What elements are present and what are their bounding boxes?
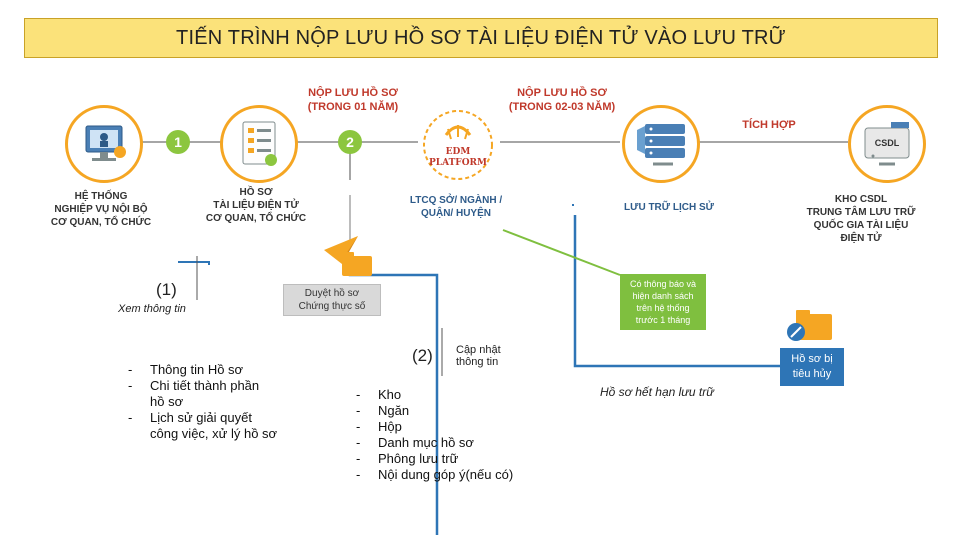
step1-list: -Thông tin Hồ sơ -Chi tiết thành phần hồ… (128, 362, 328, 442)
list-item: -Thông tin Hồ sơ (128, 362, 244, 377)
step-badge-2: 2 (338, 130, 362, 154)
list-item: -Chi tiết thành phần hồ sơ (128, 378, 260, 409)
label-submit-2-3-years: NỘP LƯU HỒ SƠ (TRONG 02-03 NĂM) (508, 87, 616, 113)
server-icon (637, 124, 685, 166)
edm-platform-icon (423, 110, 493, 180)
computer-user-icon (85, 125, 126, 161)
paper-plane-folder-icon (324, 236, 372, 276)
archive-node (622, 105, 700, 183)
csdl-node-label: KHO CSDL TRUNG TÂM LƯU TRỮ QUỐC GIA TÀI … (806, 194, 916, 244)
csdl-node: CSDL (848, 105, 926, 183)
list-item: -Danh mục hồ sơ (356, 435, 474, 450)
diagram-title: TIẾN TRÌNH NỘP LƯU HỒ SƠ TÀI LIỆU ĐIỆN T… (24, 18, 938, 58)
edm-platform-node: EDM PLATFORM (418, 105, 498, 185)
step2-caption: Cập nhật thông tin (456, 344, 501, 368)
records-node-label: HỒ SƠ TÀI LIỆU ĐIỆN TỬ CƠ QUAN, TỔ CHỨC (205, 187, 307, 224)
label-integrate: TÍCH HỢP (742, 119, 796, 131)
label-submit-1-year: NỘP LƯU HỒ SƠ (TRONG 01 NĂM) (307, 87, 399, 113)
edm-label-line1: EDM (445, 147, 471, 157)
records-node (220, 105, 298, 183)
step1-caption: Xem thông tin (118, 303, 186, 315)
csdl-icon-text: CSDL (874, 138, 900, 148)
folder-delete-icon (787, 310, 832, 341)
system-node (65, 105, 143, 183)
list-item: -Nội dung góp ý(nếu có) (356, 467, 514, 482)
list-item: -Kho (356, 387, 402, 402)
notice-box: Có thông báo và hiện danh sách trên hệ t… (620, 274, 706, 330)
list-item: -Phông lưu trữ (356, 451, 459, 466)
step1-number: (1) (156, 280, 177, 299)
archive-node-label: LƯU TRỮ LỊCH SỬ (624, 202, 714, 213)
list-item: -Ngăn (356, 403, 410, 418)
list-item: -Lịch sử giải quyết công việc, xử lý hồ … (128, 410, 278, 441)
step-badge-1: 1 (166, 130, 190, 154)
step2-number: (2) (412, 346, 433, 365)
step2-list: -Kho -Ngăn -Hộp -Danh mục hồ sơ -Phông l… (356, 387, 556, 483)
database-server-icon (864, 122, 910, 166)
document-icon (242, 121, 277, 166)
list-item: -Hộp (356, 419, 402, 434)
approve-certify-box: Duyệt hồ sơ Chứng thực số (283, 284, 381, 316)
edm-label-line2: PLATFORM (429, 158, 487, 168)
ltcq-node-label: LTCQ SỞ/ NGÀNH / QUẬN/ HUYỆN (409, 195, 503, 219)
destroyed-box: Hồ sơ bị tiêu hủy (780, 348, 844, 386)
system-node-label: HỆ THỐNG NGHIỆP VỤ NỘI BỘ CƠ QUAN, TỔ CH… (50, 191, 152, 228)
expired-label: Hồ sơ hết hạn lưu trữ (600, 385, 714, 399)
